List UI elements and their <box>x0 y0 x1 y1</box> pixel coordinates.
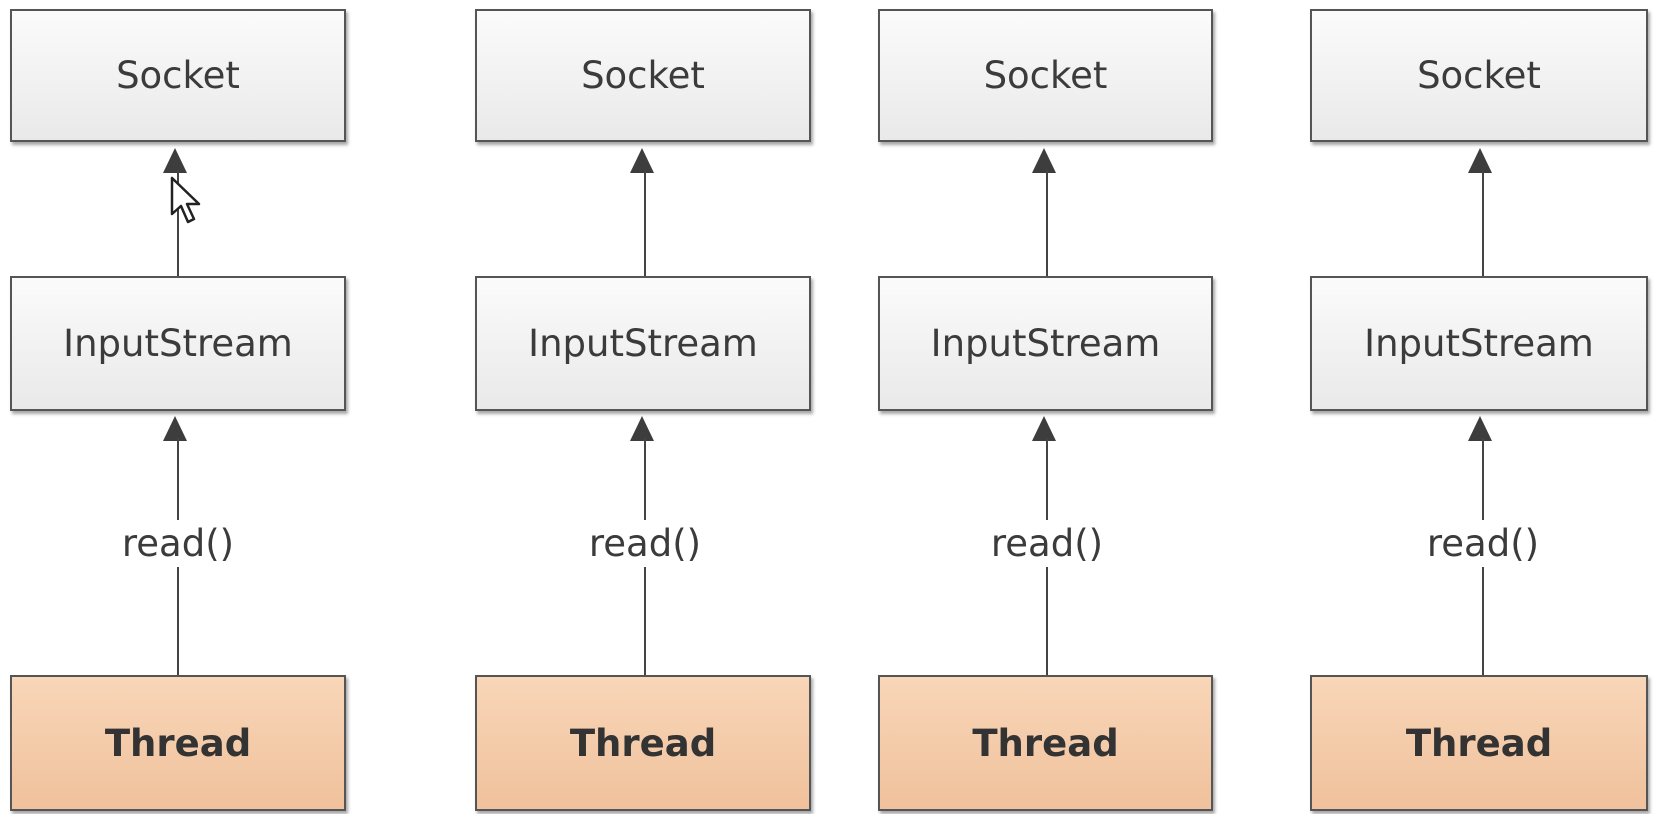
socket-box: Socket <box>878 9 1213 142</box>
inputstream-box: InputStream <box>1310 276 1648 411</box>
thread-label: Thread <box>1405 721 1553 765</box>
socket-box: Socket <box>1310 9 1648 142</box>
arrowhead-up-icon <box>163 148 187 173</box>
inputstream-label: InputStream <box>1364 322 1594 365</box>
column-4: Socket InputStream read() Thread <box>1310 0 1648 814</box>
connector-line <box>177 170 179 276</box>
column-3: Socket InputStream read() Thread <box>878 0 1213 814</box>
thread-box: Thread <box>475 675 811 811</box>
arrowhead-up-icon <box>630 416 654 441</box>
socket-label: Socket <box>1417 54 1541 97</box>
inputstream-label: InputStream <box>528 322 758 365</box>
socket-label: Socket <box>116 54 240 97</box>
socket-label: Socket <box>983 54 1108 97</box>
thread-box: Thread <box>1310 675 1648 811</box>
arrowhead-up-icon <box>630 148 654 173</box>
arrowhead-up-icon <box>1468 416 1492 441</box>
socket-box: Socket <box>10 9 346 142</box>
socket-box: Socket <box>475 9 811 142</box>
inputstream-box: InputStream <box>878 276 1213 411</box>
inputstream-box: InputStream <box>10 276 346 411</box>
connector-line <box>1046 170 1048 276</box>
thread-box: Thread <box>878 675 1213 811</box>
read-call-label: read() <box>584 520 706 567</box>
read-call-label: read() <box>986 520 1108 567</box>
read-call-label: read() <box>1422 520 1544 567</box>
mouse-pointer-icon <box>170 176 201 224</box>
thread-label: Thread <box>104 721 252 765</box>
inputstream-box: InputStream <box>475 276 811 411</box>
inputstream-label: InputStream <box>930 322 1161 365</box>
connector-line <box>644 170 646 276</box>
thread-box: Thread <box>10 675 346 811</box>
arrowhead-up-icon <box>1032 416 1056 441</box>
arrowhead-up-icon <box>1468 148 1492 173</box>
arrowhead-up-icon <box>163 416 187 441</box>
arrowhead-up-icon <box>1032 148 1056 173</box>
thread-label: Thread <box>972 721 1119 765</box>
inputstream-label: InputStream <box>63 322 293 365</box>
column-1: Socket InputStream read() Thread <box>10 0 346 814</box>
column-2: Socket InputStream read() Thread <box>475 0 811 814</box>
connector-line <box>1482 170 1484 276</box>
socket-label: Socket <box>581 54 705 97</box>
thread-label: Thread <box>569 721 717 765</box>
read-call-label: read() <box>117 520 239 567</box>
